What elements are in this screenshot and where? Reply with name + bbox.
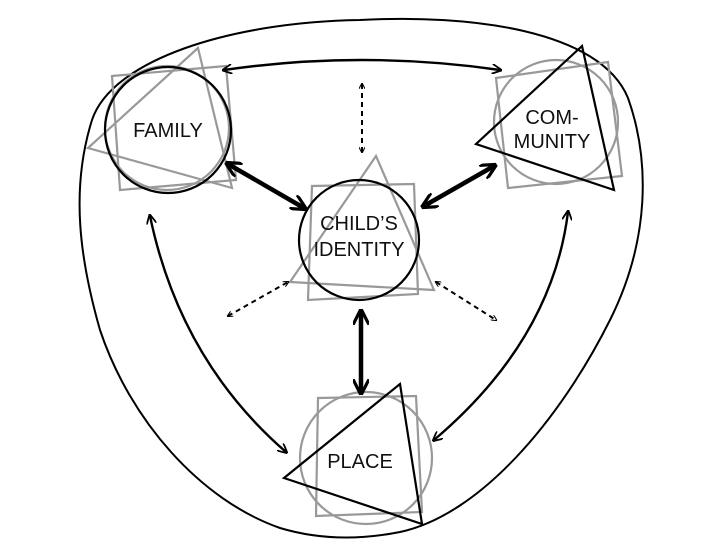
community-gray-square	[494, 60, 624, 190]
community-triangle	[473, 43, 616, 192]
community-label-line-1: COM-	[525, 107, 578, 129]
family-node: FAMILY	[85, 45, 238, 195]
family-label: FAMILY	[133, 120, 203, 142]
place-node: PLACE	[281, 381, 434, 526]
identity-gray-triangle	[287, 153, 436, 292]
arrow-family-community	[224, 58, 500, 70]
identity-label-line-1: CHILD’S	[320, 213, 398, 235]
identity-label-line-2: IDENTITY	[313, 239, 404, 261]
outer-boundary	[78, 17, 644, 539]
place-triangle	[281, 381, 424, 526]
place-label: PLACE	[327, 451, 393, 473]
family-circle	[103, 65, 233, 195]
dashed-arrow-lower-left	[228, 282, 288, 316]
identity-circle	[297, 178, 421, 302]
community-label-line-2: MUNITY	[514, 131, 591, 153]
dashed-arrow-lower-right	[436, 282, 496, 320]
arrow-community-place	[434, 212, 568, 440]
arrow-community-identity	[424, 166, 494, 206]
arrow-family-identity	[228, 164, 304, 208]
identity-node: CHILD’S IDENTITY	[287, 153, 436, 302]
community-node: COM- MUNITY	[473, 43, 624, 192]
family-gray-triangle	[85, 45, 234, 190]
arrow-family-place	[150, 216, 286, 452]
